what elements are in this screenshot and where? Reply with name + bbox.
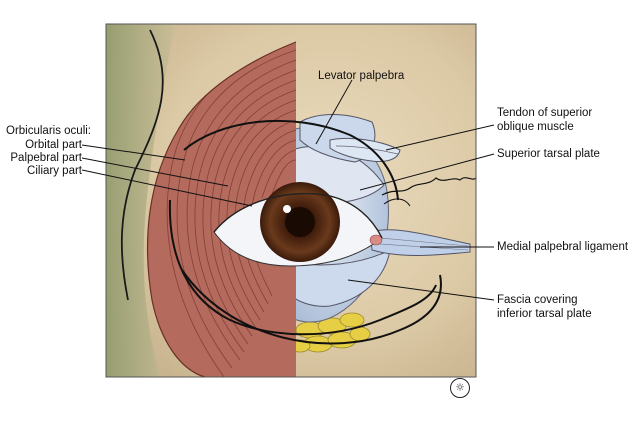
label-fascia-line2: inferior tarsal plate (497, 308, 592, 320)
superior-oblique-tendon (329, 137, 401, 163)
eye (213, 182, 383, 267)
label-medial-palpebral-ligament: Medial palpebral ligament (497, 241, 629, 253)
pupil (285, 207, 315, 237)
label-levator-palpebra: Levator palpebra (318, 70, 405, 82)
label-tendon-superior-oblique-line1: Tendon of superior (497, 107, 593, 119)
label-tendon-superior-oblique-line2: oblique muscle (497, 121, 574, 133)
lacrimal-caruncle (369, 234, 383, 246)
publisher-logo-icon: ☼ (450, 378, 470, 398)
label-ciliary-part: Ciliary part (27, 165, 82, 177)
illustration-panel (106, 24, 476, 377)
orbicularis-oculi-header: Orbicularis oculi: (6, 125, 91, 137)
inferior-fascia (291, 249, 391, 307)
label-fascia-line1: Fascia covering (497, 294, 578, 306)
label-palpebral-part: Palpebral part (10, 152, 82, 164)
leader-lines (81, 79, 495, 301)
label-superior-tarsal-plate: Superior tarsal plate (497, 148, 600, 160)
medial-palpebral-ligament (369, 229, 471, 256)
eye-highlight (283, 205, 291, 213)
label-orbital-part: Orbital part (25, 139, 82, 151)
